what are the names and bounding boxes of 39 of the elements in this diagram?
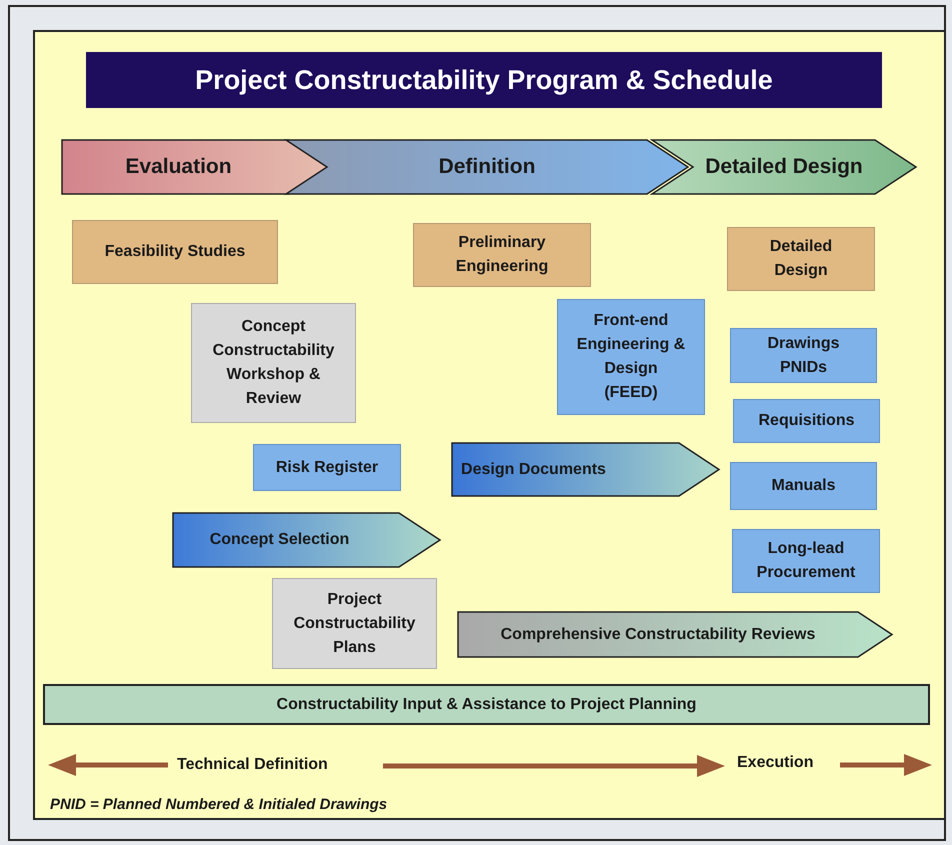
node-label: Detailed Design [768, 237, 834, 281]
node-label: Manuals [771, 476, 836, 496]
node-label: Preliminary Engineering [454, 233, 550, 277]
node-label: Definition [438, 154, 536, 180]
node-label: Project Constructability Plans [292, 590, 416, 658]
process-box [191, 303, 356, 423]
phase-label: Execution [737, 754, 814, 772]
node-label: Evaluation [125, 154, 232, 180]
title-banner: Project Constructability Program & Schedule [86, 52, 882, 108]
process-box [253, 444, 401, 491]
node-label: Requisitions [758, 411, 854, 431]
process-box [732, 529, 880, 593]
phase-label: Technical Definition [177, 756, 328, 774]
node-label: Comprehensive Constructability Reviews [500, 624, 816, 644]
footnote: PNID = Planned Numbered & Initialed Drawings [50, 796, 388, 813]
step-banner [458, 612, 892, 657]
node-label: Front-end Engineering & Design (FEED) [576, 311, 686, 403]
process-band [43, 684, 930, 725]
process-box [557, 299, 705, 415]
process-box [413, 223, 591, 287]
node-label: Concept Selection [210, 530, 350, 550]
phase-banner [652, 140, 916, 194]
step-banner [452, 443, 719, 496]
node-label: Design Documents [461, 460, 606, 480]
node-label: Constructability Input & Assistance to Project Planning [276, 694, 696, 714]
node-label: Detailed Design [705, 154, 863, 180]
process-box [730, 328, 877, 383]
process-box [72, 220, 278, 284]
step-banner [173, 513, 440, 567]
node-label: Long-lead Procurement [756, 539, 856, 583]
phase-banner [286, 140, 688, 194]
node-label: Drawings PNIDs [766, 334, 840, 378]
node-label: Feasibility Studies [104, 242, 246, 262]
process-box [727, 227, 875, 291]
node-label: Risk Register [276, 458, 378, 478]
process-box [733, 399, 880, 443]
node-label: Concept Constructability Workshop & Review [212, 317, 336, 409]
process-box [272, 578, 437, 669]
process-box [730, 462, 877, 510]
